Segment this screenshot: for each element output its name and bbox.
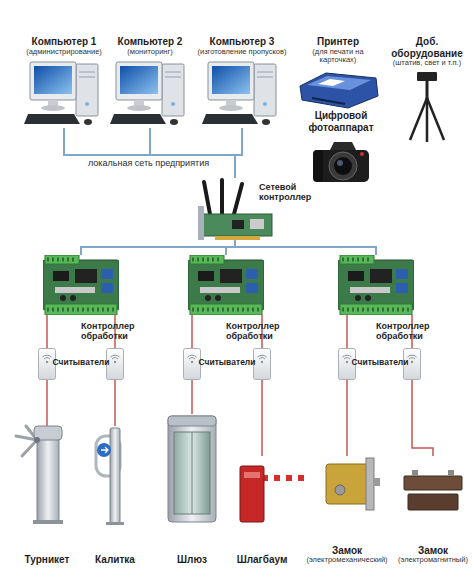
- label-group: Доб. оборудование(штатив, свет и т.п.): [380, 36, 474, 68]
- node-title: Компьютер 2: [108, 36, 192, 48]
- card-reader: [254, 349, 271, 380]
- device-node: Контроллер обработки: [188, 255, 264, 315]
- node-title: Контроллер обработки: [81, 321, 147, 342]
- device-node: Компьютер 3(изготовление пропусков): [192, 36, 292, 128]
- connector-line: [64, 128, 235, 178]
- electromagnetic-lock-icon: [404, 470, 462, 510]
- device-node: Контроллер обработки: [338, 255, 414, 315]
- reader-label: Считыватели: [195, 357, 259, 367]
- airlock-icon: [168, 416, 216, 522]
- label-group: Замок(электромагнитный): [394, 545, 472, 565]
- connector-line: [150, 128, 235, 178]
- turnstile-icon: [16, 426, 63, 524]
- node-title: Сетевой контроллер: [259, 182, 319, 203]
- device-node: Шлюз: [160, 414, 224, 565]
- label-group: Турникет: [14, 554, 80, 566]
- device-node: Принтер(для печати на карточках): [296, 36, 380, 102]
- device-node: Замок(электромеханический): [306, 456, 388, 565]
- node-title: Контроллер обработки: [376, 321, 442, 342]
- label-group: Принтер(для печати на карточках): [296, 36, 380, 65]
- device-node: Турникет: [14, 426, 80, 565]
- reader-label: Считыватели: [348, 357, 412, 367]
- node-title: Компьютер 3: [192, 36, 292, 48]
- edge-label: локальная сеть предприятия: [88, 158, 238, 168]
- label-group: Сетевой контроллер: [259, 182, 319, 203]
- camera-icon: [313, 142, 369, 182]
- label-group: Контроллер обработки: [376, 321, 442, 342]
- device-node: Контроллер обработки: [43, 255, 119, 315]
- tripod-icon: [410, 72, 444, 142]
- label-group: Цифровой фотоаппарат: [300, 110, 382, 133]
- node-subtitle: (электромеханический): [306, 556, 388, 565]
- gate-icon: [96, 428, 124, 525]
- node-title: Контроллер обработки: [226, 321, 292, 342]
- card-reader: [184, 349, 201, 380]
- node-title: Шлагбаум: [224, 554, 300, 566]
- label-group: Контроллер обработки: [226, 321, 292, 342]
- label-group: Компьютер 1(администрирование): [20, 36, 108, 56]
- node-subtitle: (для печати на карточках): [296, 48, 380, 65]
- node-subtitle: (администрирование): [20, 48, 108, 57]
- barrier-icon: [240, 466, 305, 522]
- node-subtitle: (электромагнитный): [394, 556, 472, 565]
- node-title: Принтер: [296, 36, 380, 48]
- device-node: Компьютер 1(администрирование): [20, 36, 108, 128]
- connector-line: [81, 240, 235, 255]
- device-node: Сетевой контроллер: [195, 178, 275, 240]
- node-title: Шлюз: [160, 554, 224, 566]
- printer-icon: [300, 73, 378, 108]
- controller-board: [338, 255, 414, 315]
- node-title: Замок: [394, 545, 472, 557]
- reader-label: Считыватели: [49, 357, 113, 367]
- node-subtitle: (изготовление пропусков): [192, 48, 292, 57]
- controller-board: [188, 255, 264, 315]
- controller-board: [43, 255, 119, 315]
- computer-icon: [24, 62, 98, 125]
- electromechanical-lock-icon: [326, 458, 380, 510]
- connector-line: [346, 315, 348, 456]
- computer-icon: [202, 62, 276, 125]
- label-group: Компьютер 2(мониторинг): [108, 36, 192, 56]
- label-group: Замок(электромеханический): [306, 545, 388, 565]
- device-node: Доб. оборудование(штатив, свет и т.п.): [380, 36, 474, 140]
- device-node: Компьютер 2(мониторинг): [108, 36, 192, 128]
- device-node: Замок(электромагнитный): [394, 456, 472, 565]
- node-title: Доб. оборудование: [380, 36, 474, 59]
- node-title: Турникет: [14, 554, 80, 566]
- node-subtitle: (мониторинг): [108, 48, 192, 57]
- device-node: Калитка: [84, 426, 146, 565]
- node-subtitle: (штатив, свет и т.п.): [380, 59, 474, 68]
- node-title: Цифровой фотоаппарат: [300, 110, 382, 133]
- device-node: Цифровой фотоаппарат: [300, 110, 382, 186]
- connector-line: [235, 240, 376, 255]
- computer-icon: [110, 62, 184, 125]
- label-group: Шлагбаум: [224, 554, 300, 566]
- connector-line: [226, 240, 235, 255]
- node-title: Компьютер 1: [20, 36, 108, 48]
- device-node: Шлагбаум: [224, 456, 300, 565]
- label-group: Компьютер 3(изготовление пропусков): [192, 36, 292, 56]
- connector-line: [235, 128, 242, 178]
- node-title: Замок: [306, 545, 388, 557]
- label-group: Шлюз: [160, 554, 224, 566]
- node-title: Калитка: [84, 554, 146, 566]
- label-group: Калитка: [84, 554, 146, 566]
- label-group: Контроллер обработки: [81, 321, 147, 342]
